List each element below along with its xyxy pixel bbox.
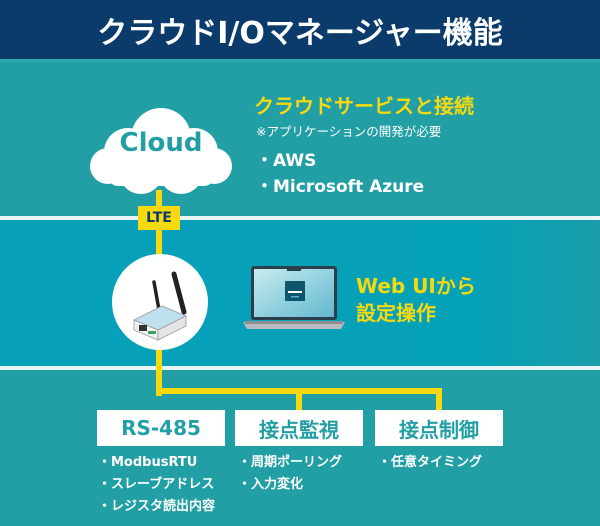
feature-item: ・スレーブアドレス <box>98 477 215 492</box>
lte-badge: LTE <box>138 206 180 230</box>
connector-drop <box>436 388 442 412</box>
laptop-icon <box>243 266 345 329</box>
function-box-contact-monitor: 接点監視 <box>235 410 363 446</box>
contact-monitor-feature-list: ・周期ポーリング ・入力変化 <box>238 452 342 496</box>
divider <box>0 366 600 370</box>
cloud-service-title: クラウドサービスと接続 <box>254 94 474 118</box>
web-ui-caption: Web UIから 設定操作 <box>356 273 476 327</box>
cloud-label: Cloud <box>119 128 203 158</box>
feature-item: ・レジスタ読出内容 <box>98 499 216 514</box>
web-ui-line2: 設定操作 <box>356 301 436 325</box>
contact-control-feature-list: ・任意タイミング <box>378 452 482 474</box>
cloud-service-item: ・AWS <box>256 151 317 171</box>
cloud-icon <box>90 108 232 194</box>
web-ui-line1: Web UIから <box>356 274 476 298</box>
cloud-section <box>0 62 600 216</box>
router-circle <box>112 254 208 350</box>
page-title: クラウドI/Oマネージャー機能 <box>97 15 503 51</box>
feature-item: ・ModbusRTU <box>98 455 198 470</box>
cloud-service-list: ・AWS ・Microsoft Azure <box>256 148 424 200</box>
feature-item: ・入力変化 <box>238 477 304 492</box>
feature-item: ・任意タイミング <box>378 455 483 470</box>
rs485-feature-list: ・ModbusRTU ・スレーブアドレス ・レジスタ読出内容 <box>98 452 215 518</box>
connector-drop <box>296 388 302 412</box>
cloud-service-note: ※アプリケーションの開発が必要 <box>256 124 442 139</box>
divider <box>0 216 600 220</box>
header-bar: クラウドI/Oマネージャー機能 <box>0 0 600 62</box>
cloud-service-item: ・Microsoft Azure <box>256 177 425 197</box>
router-icon <box>133 271 187 341</box>
function-box-contact-control: 接点制御 <box>375 410 503 446</box>
feature-item: ・周期ポーリング <box>238 455 343 470</box>
function-box-rs485: RS-485 <box>97 410 225 446</box>
